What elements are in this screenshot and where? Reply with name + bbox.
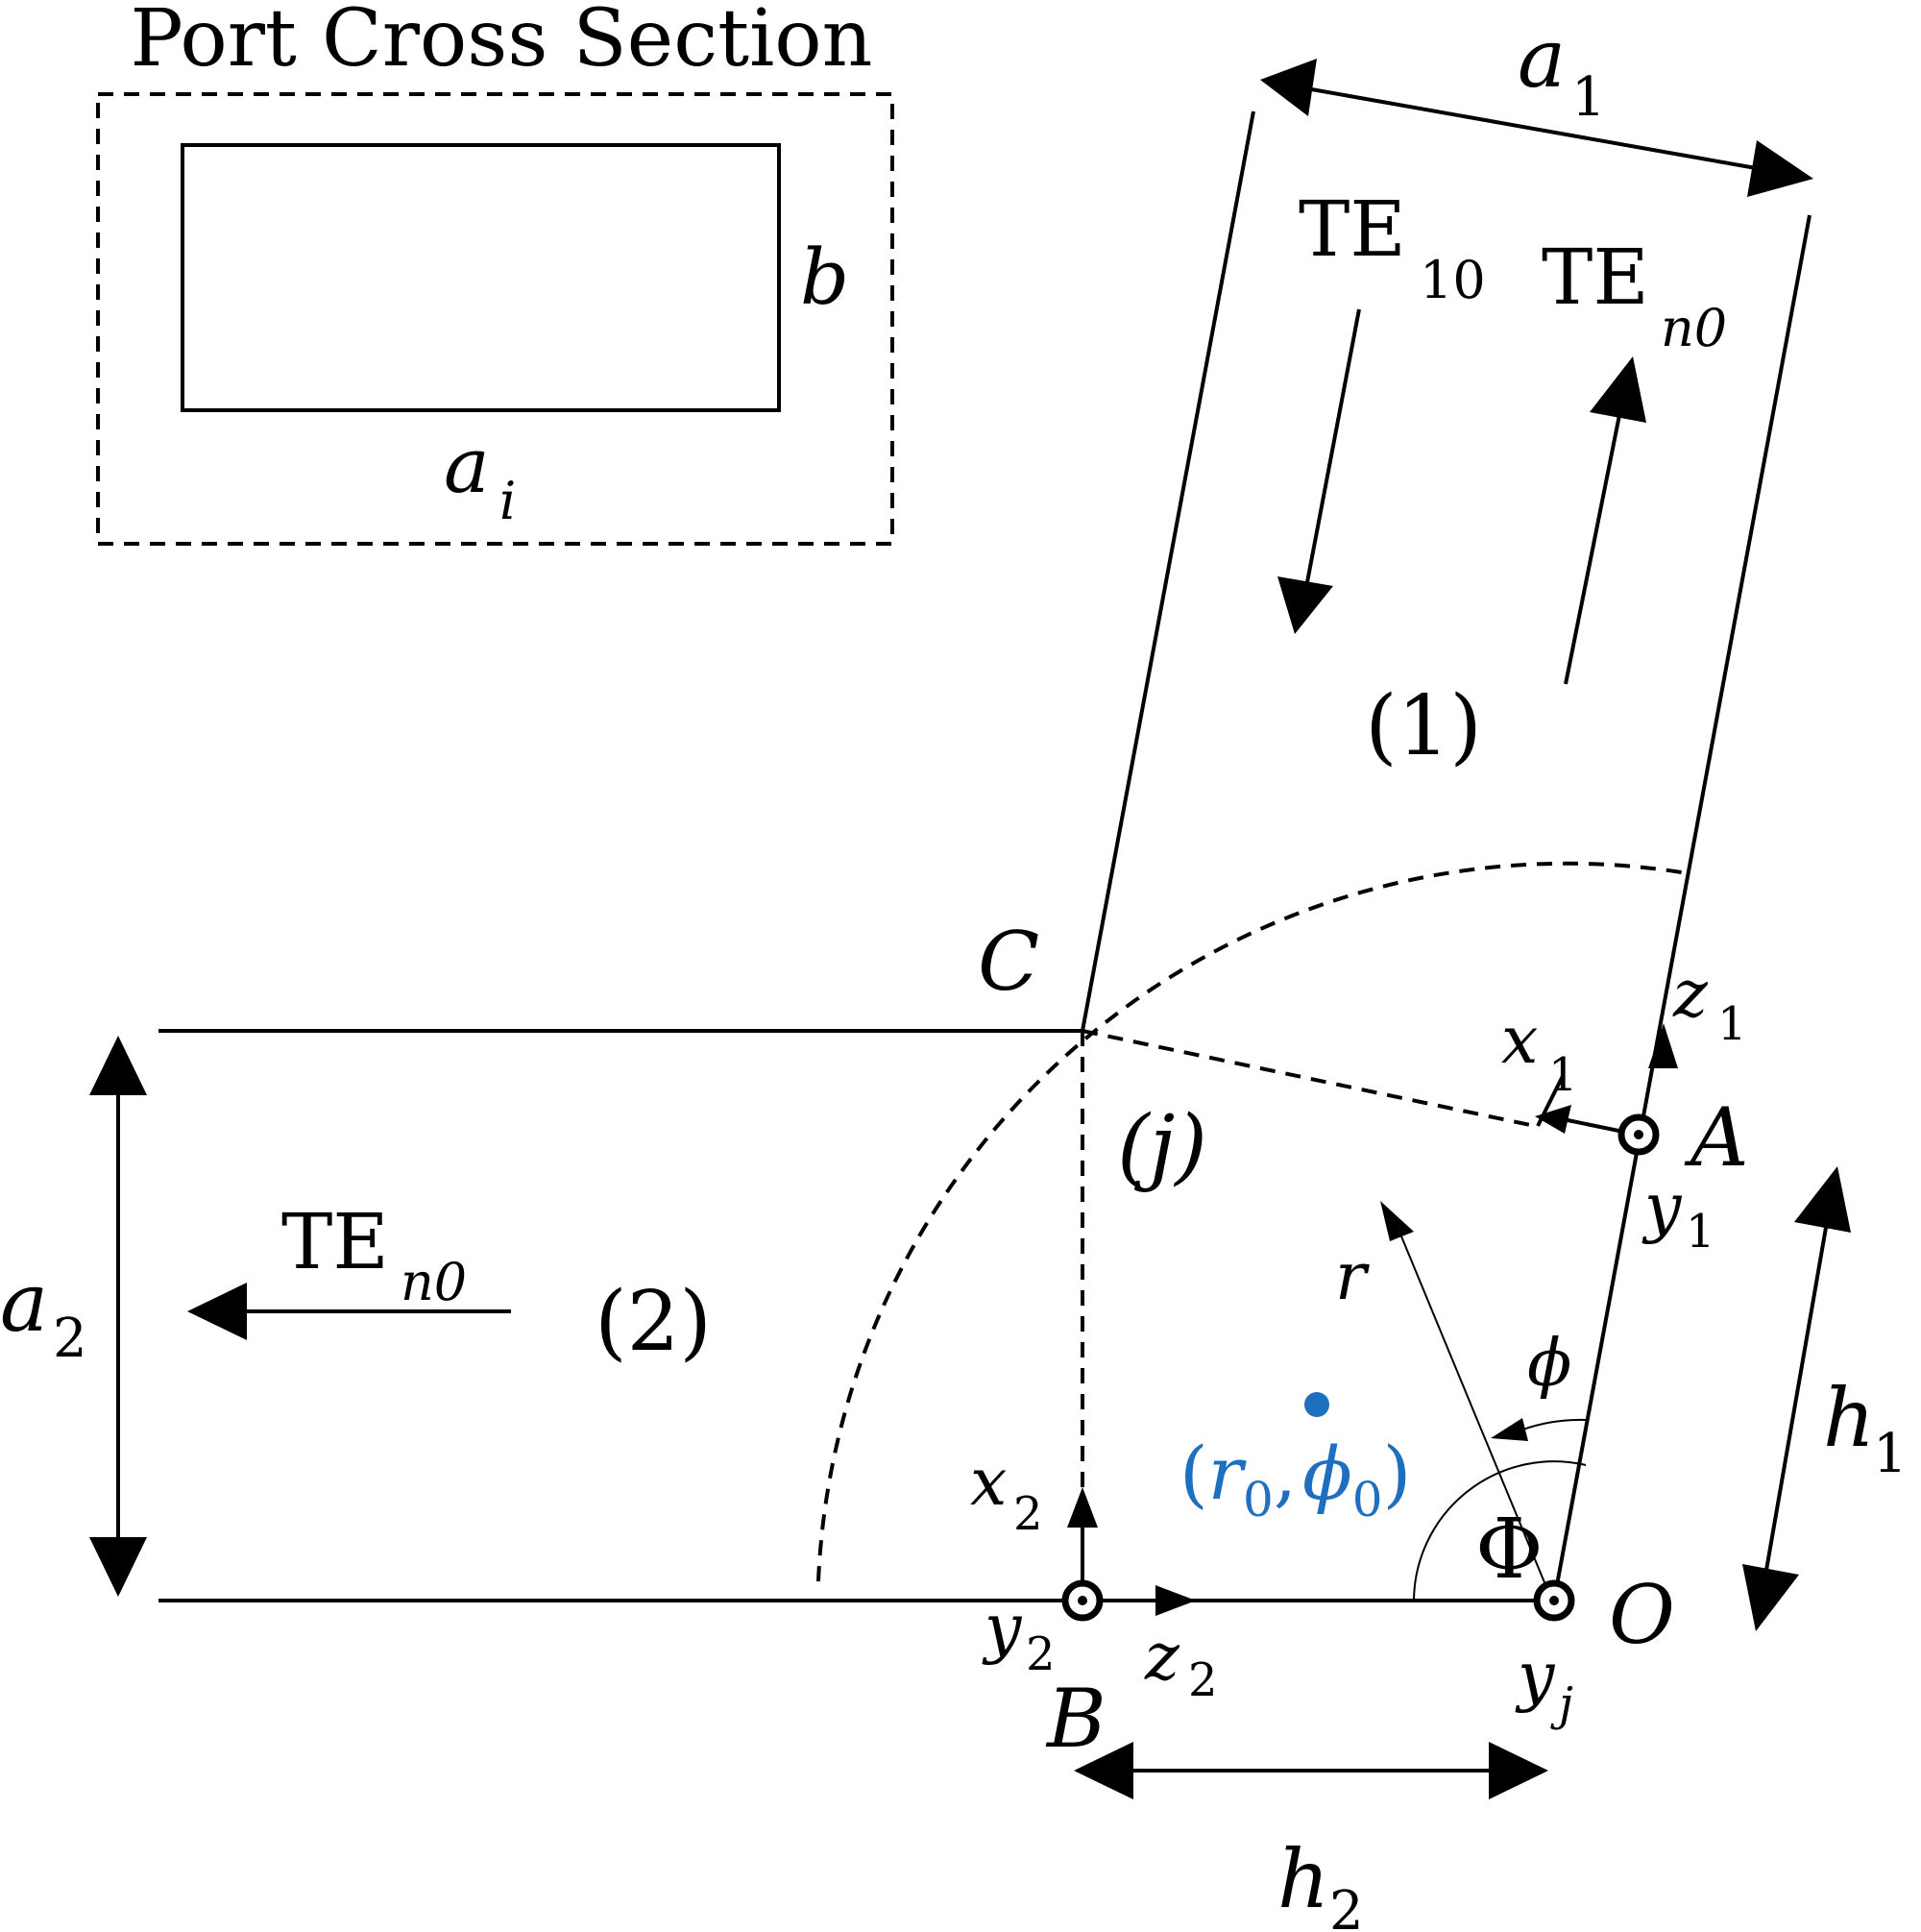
point-b-label: B — [1045, 1672, 1106, 1766]
junction-region: (j) — [816, 861, 1689, 1582]
a1-label-sub: 1 — [1571, 66, 1606, 129]
yj-label: y — [1515, 1639, 1556, 1715]
transmitted-arrowhead — [187, 1283, 247, 1340]
inset-width-label: a — [444, 421, 490, 510]
h2-arrowhead-right — [1489, 1742, 1548, 1799]
h2-dimension-arrow: h 2 — [1074, 1742, 1548, 1932]
h1-arrowhead-bottom — [1742, 1564, 1799, 1631]
reflected-mode-sub: n0 — [1661, 298, 1727, 358]
r-radius-line — [1394, 1219, 1547, 1588]
point-c-label: C — [978, 915, 1039, 1009]
waveguide-2 — [158, 1029, 1554, 1602]
region-2-label: (2) — [595, 1274, 712, 1370]
a1-arrowhead-right — [1747, 140, 1813, 197]
x2-label: x — [970, 1445, 1007, 1521]
transmitted-mode-sub: n0 — [401, 1252, 467, 1312]
incident-mode: TE 10 — [1277, 184, 1486, 634]
a1-label: a — [1518, 12, 1566, 106]
phi-label: ϕ — [1527, 1326, 1571, 1402]
big-phi-arc — [1413, 1460, 1587, 1602]
port-a-axes: z 1 x 1 y 1 A — [1501, 957, 1749, 1259]
reflected-mode-label: TE — [1542, 232, 1649, 322]
r-label: r — [1335, 1239, 1370, 1315]
z2-arrowhead — [1155, 1585, 1196, 1616]
transmitted-mode-label: TE — [281, 1197, 389, 1286]
guide1-right-wall — [1552, 214, 1812, 1602]
point-o-label: O — [1609, 1568, 1675, 1662]
inset-width-sub: i — [499, 471, 516, 531]
phi-arrowhead — [1491, 1418, 1528, 1441]
h1-arrowhead-top — [1794, 1166, 1851, 1233]
port-rectangle — [181, 143, 781, 412]
x1-label: x — [1501, 1003, 1538, 1079]
h1-label: h — [1823, 1371, 1875, 1465]
x1-arrowhead — [1535, 1105, 1571, 1134]
z1-label-sub: 1 — [1717, 997, 1747, 1051]
a2-label: a — [0, 1256, 48, 1350]
x2-arrowhead — [1067, 1487, 1098, 1528]
region-1-label: (1) — [1365, 678, 1482, 774]
incident-mode-label: TE — [1299, 184, 1406, 274]
inset-title: Port Cross Section — [131, 0, 873, 85]
source-point: (r0,ϕ0) — [1179, 1392, 1411, 1528]
waveguide-1 — [1081, 110, 1812, 1602]
h2-label-sub: 2 — [1329, 1880, 1364, 1932]
reflected-mode: TE n0 — [1542, 232, 1727, 685]
incident-mode-sub: 10 — [1420, 250, 1486, 310]
a1-dimension-arrow: a 1 — [1260, 12, 1813, 197]
point-a-label: A — [1684, 1090, 1749, 1185]
port-cross-section-inset: Port Cross Section b a i — [96, 0, 894, 546]
x2-label-sub: 2 — [1013, 1487, 1043, 1541]
z1-arrowhead — [1648, 1023, 1678, 1068]
z1-label: z — [1672, 957, 1709, 1033]
y1-label: y — [1641, 1170, 1683, 1246]
big-phi-label: Φ — [1475, 1502, 1544, 1598]
incident-arrowhead — [1277, 576, 1333, 634]
inset-dashed-frame — [96, 92, 894, 546]
y1-label-sub: 1 — [1686, 1205, 1715, 1259]
junction-origin: O y j — [1515, 1568, 1675, 1731]
a2-arrowhead-bottom — [89, 1537, 147, 1597]
h2-label: h — [1277, 1832, 1329, 1926]
source-point-label: (r0,ϕ0) — [1179, 1431, 1411, 1528]
reflected-arrowhead — [1590, 356, 1646, 423]
z2-label-sub: 2 — [1188, 1653, 1218, 1707]
a1-arrowhead-left — [1260, 59, 1317, 116]
source-point-dot — [1304, 1392, 1329, 1417]
y2-label: y — [982, 1591, 1023, 1667]
r-arrowhead — [1380, 1201, 1414, 1241]
h2-arrowhead-left — [1074, 1742, 1133, 1799]
h1-dimension-arrow: h 1 — [1742, 1166, 1908, 1631]
a2-label-sub: 2 — [53, 1308, 87, 1370]
x1-label-sub: 1 — [1548, 1048, 1578, 1102]
port-b-axes: x 2 y 2 z 2 B — [970, 1445, 1218, 1766]
a2-dimension-arrow: a 2 — [0, 1036, 147, 1597]
h1-label-sub: 1 — [1873, 1423, 1908, 1485]
transmitted-mode: TE n0 — [187, 1197, 511, 1340]
polar-coordinates: r ϕ Φ — [1335, 1201, 1587, 1602]
inset-height-label: b — [800, 232, 849, 322]
z2-label: z — [1144, 1620, 1180, 1696]
region-j-label: (j) — [1117, 1098, 1207, 1194]
y2-label-sub: 2 — [1026, 1627, 1056, 1681]
guide1-left-wall — [1081, 110, 1255, 1032]
a2-arrowhead-top — [89, 1036, 147, 1095]
